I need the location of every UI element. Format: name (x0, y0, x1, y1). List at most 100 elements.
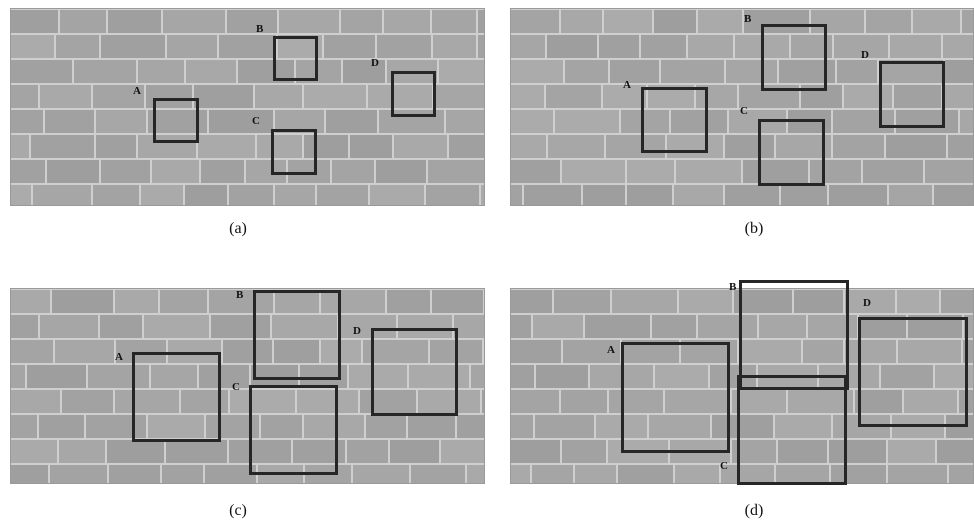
brick (652, 315, 696, 338)
window-box-c (249, 385, 338, 475)
brick (674, 185, 723, 206)
brick (10, 390, 60, 413)
brick (350, 135, 392, 158)
brick (888, 465, 947, 484)
caption-a: (a) (208, 220, 268, 238)
brick (510, 390, 559, 413)
brick (10, 415, 37, 438)
brick (10, 315, 38, 338)
brick (510, 110, 553, 133)
brick (108, 10, 161, 33)
brick (40, 85, 91, 108)
brick (162, 465, 203, 484)
brick (533, 315, 583, 338)
brick (618, 465, 673, 484)
brick (59, 440, 105, 463)
window-box-a (641, 87, 708, 153)
brick (510, 365, 534, 388)
brick (432, 290, 483, 313)
window-box-d (371, 328, 458, 416)
window-box-c (737, 375, 847, 485)
brick (943, 35, 974, 58)
brick (101, 160, 150, 183)
brick (353, 465, 409, 484)
brick (612, 290, 677, 313)
brick (366, 415, 406, 438)
brick (255, 85, 302, 108)
window-box-a (153, 98, 199, 143)
brick (583, 185, 625, 206)
brick (960, 110, 974, 133)
brick (781, 185, 827, 206)
brick (304, 85, 366, 108)
brick (10, 465, 48, 484)
brick (411, 465, 465, 484)
brick (96, 110, 146, 133)
brick (47, 160, 99, 183)
brick (332, 160, 374, 183)
label-b: B (744, 14, 751, 25)
brick (441, 440, 485, 463)
brick (548, 135, 604, 158)
brick (925, 160, 974, 183)
brick (675, 465, 719, 484)
brick (324, 35, 375, 58)
brick (10, 160, 45, 183)
brick (829, 185, 887, 206)
window-box-d (391, 71, 436, 117)
brick (661, 60, 724, 83)
brick (40, 315, 98, 338)
brick (510, 465, 530, 484)
window-box-c (758, 119, 825, 186)
brick (937, 440, 974, 463)
brick (888, 440, 935, 463)
brick (555, 110, 619, 133)
brick (432, 10, 476, 33)
brick (698, 10, 742, 33)
brick (50, 465, 107, 484)
brick (886, 135, 946, 158)
brick (562, 440, 606, 463)
brick (471, 365, 485, 388)
brick (863, 160, 923, 183)
brick (585, 315, 650, 338)
brick (62, 390, 113, 413)
brick (186, 60, 236, 83)
brick (10, 340, 53, 363)
brick (889, 185, 932, 206)
brick (394, 135, 447, 158)
label-a: A (623, 80, 631, 91)
brick (387, 290, 430, 313)
brick (227, 10, 277, 33)
label-d: D (861, 50, 869, 61)
label-c: C (740, 106, 748, 117)
brick (376, 160, 426, 183)
brick (107, 440, 164, 463)
brick (185, 185, 227, 206)
brick (408, 415, 455, 438)
brick (10, 60, 72, 83)
brick (536, 365, 588, 388)
label-c: C (252, 116, 260, 127)
window-box-b (761, 24, 827, 91)
brick (890, 35, 941, 58)
brick (510, 10, 559, 33)
brick (688, 35, 733, 58)
brick (434, 85, 485, 108)
brick (446, 110, 485, 133)
brick (10, 135, 29, 158)
label-d: D (353, 326, 361, 337)
brick (428, 160, 485, 183)
brick (279, 10, 339, 33)
label-a: A (607, 345, 615, 356)
brick (948, 135, 974, 158)
brick (96, 135, 136, 158)
window-box-c (271, 129, 317, 175)
window-box-a (621, 342, 730, 453)
brick (627, 185, 672, 206)
brick (866, 10, 911, 33)
brick (654, 10, 696, 33)
label-c: C (232, 382, 240, 393)
brick (10, 440, 57, 463)
brick (152, 160, 199, 183)
